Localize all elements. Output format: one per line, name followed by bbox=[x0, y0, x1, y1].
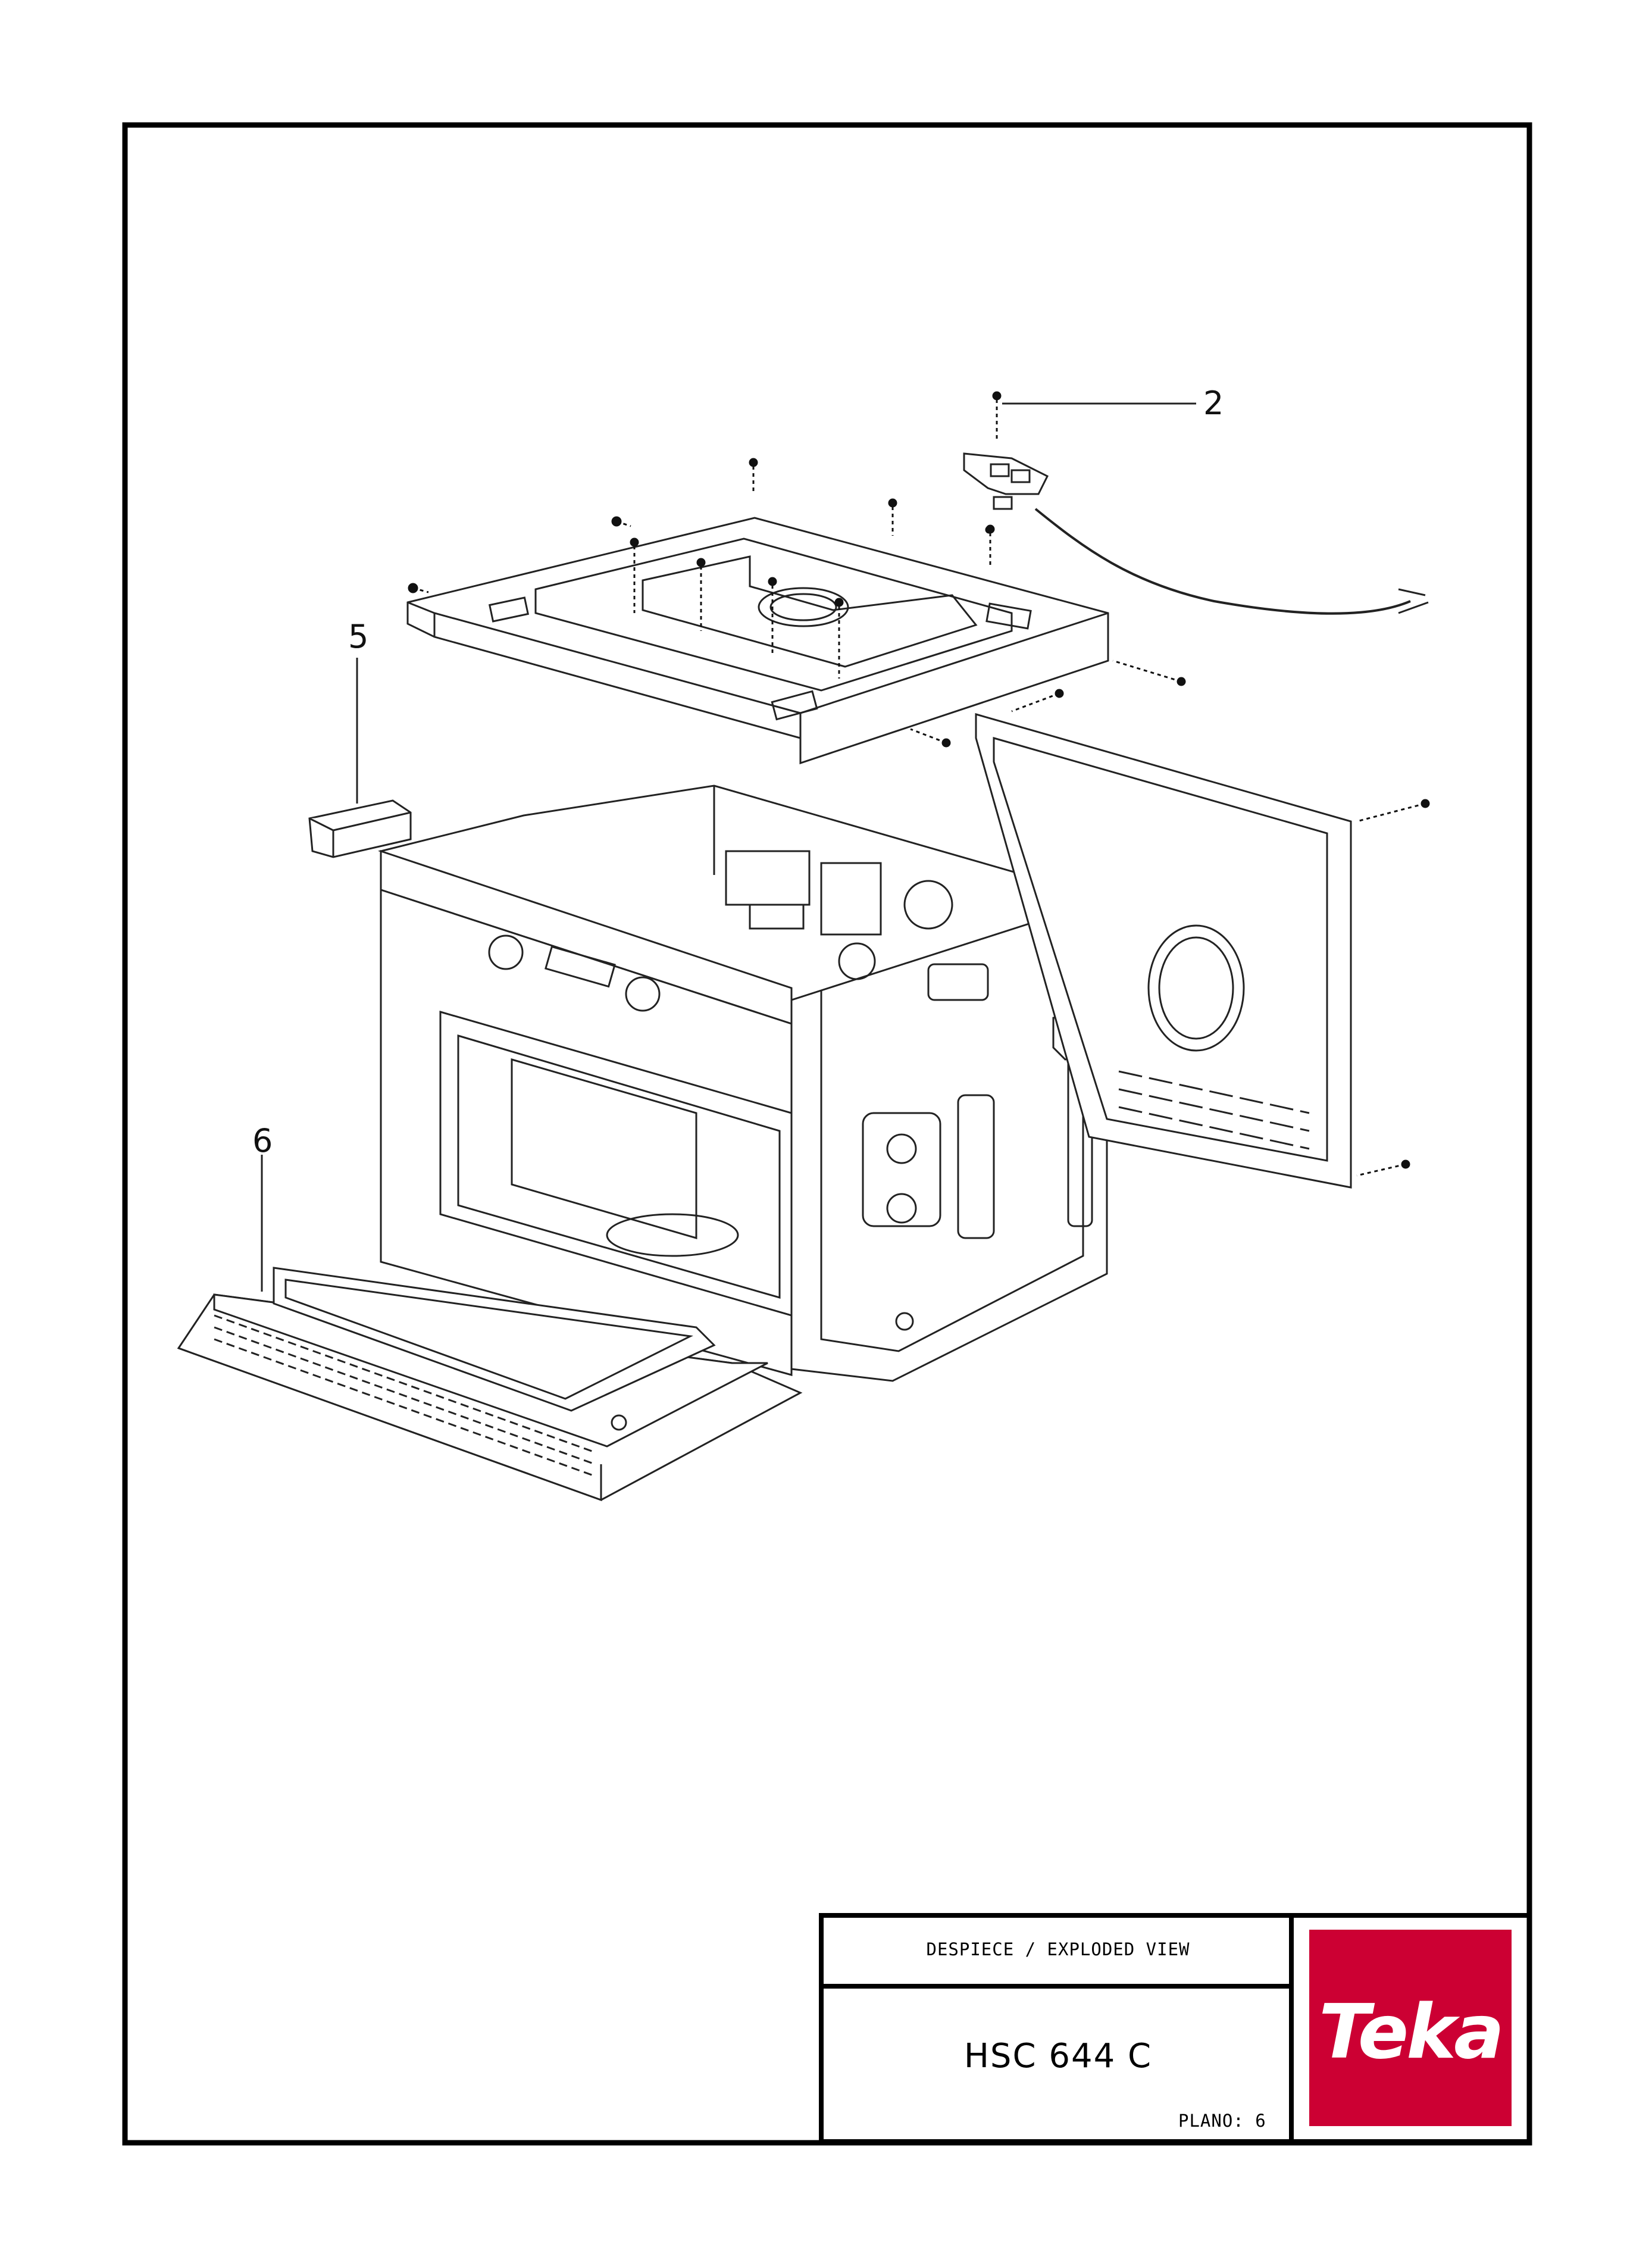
callout-label-5: 5 bbox=[348, 618, 369, 655]
title-block-model: HSC 644 C bbox=[963, 2037, 1153, 2076]
title-block bbox=[819, 1913, 1532, 2144]
title-block-plano: PLANO: 6 bbox=[1178, 2111, 1266, 2131]
title-block-title: DESPIECE / EXPLODED VIEW bbox=[926, 1939, 1190, 1959]
teka-logo: Teka bbox=[1319, 1988, 1504, 2076]
back-panel bbox=[975, 713, 1352, 1189]
screws-back bbox=[1356, 799, 1430, 1177]
part-2-switch-assembly bbox=[963, 452, 1429, 615]
oven-body bbox=[377, 784, 1132, 1382]
screws-top bbox=[408, 391, 1186, 748]
top-cover-plate bbox=[406, 517, 1109, 765]
logo-box bbox=[1309, 1930, 1512, 2126]
callout-label-6: 6 bbox=[252, 1122, 273, 1159]
part-6-door bbox=[177, 1267, 803, 1502]
callout-label-2: 2 bbox=[1203, 385, 1224, 422]
part-5-trim bbox=[308, 799, 412, 858]
